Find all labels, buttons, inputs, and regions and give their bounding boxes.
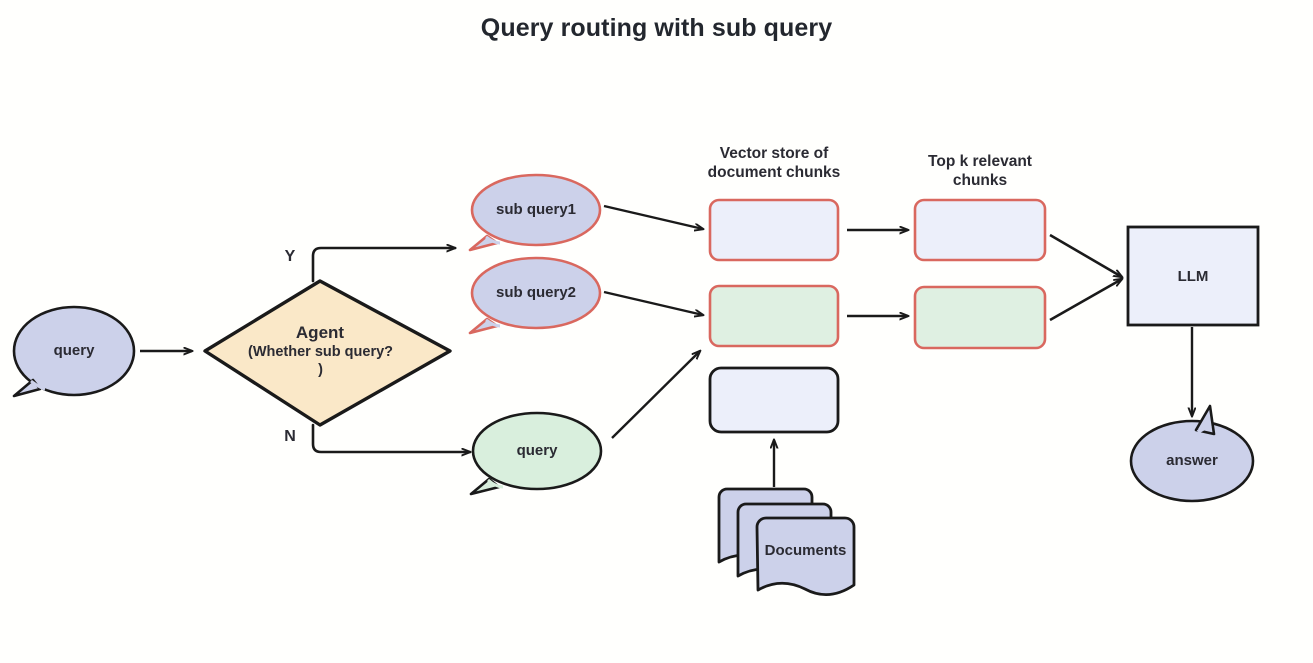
node-agent[interactable]: [203, 279, 452, 427]
node-query-input[interactable]: [12, 305, 136, 398]
node-vector-store-2[interactable]: [708, 284, 840, 348]
edge-agent-no: [311, 423, 470, 452]
edge-topk2-to-llm: [1049, 279, 1122, 322]
node-sub-query-1[interactable]: [468, 173, 602, 252]
node-answer[interactable]: [1129, 404, 1255, 503]
edge-topk1-to-llm: [1049, 233, 1122, 277]
node-query-direct[interactable]: [469, 411, 603, 496]
node-vector-store-1[interactable]: [708, 198, 840, 262]
node-documents[interactable]: [717, 487, 856, 596]
edge-query-to-vectorstore: [611, 351, 700, 439]
page-title: Query routing with sub query: [480, 14, 833, 42]
node-topk-2[interactable]: [913, 285, 1047, 350]
edge-agent-yes: [311, 248, 455, 283]
edge-subquery2-to-vectorstore: [603, 290, 703, 315]
node-sub-query-2[interactable]: [468, 256, 602, 335]
edge-subquery1-to-vectorstore: [603, 204, 703, 229]
node-topk-1[interactable]: [913, 198, 1047, 262]
node-llm[interactable]: [1126, 225, 1260, 327]
node-vector-store-3[interactable]: [708, 366, 840, 434]
